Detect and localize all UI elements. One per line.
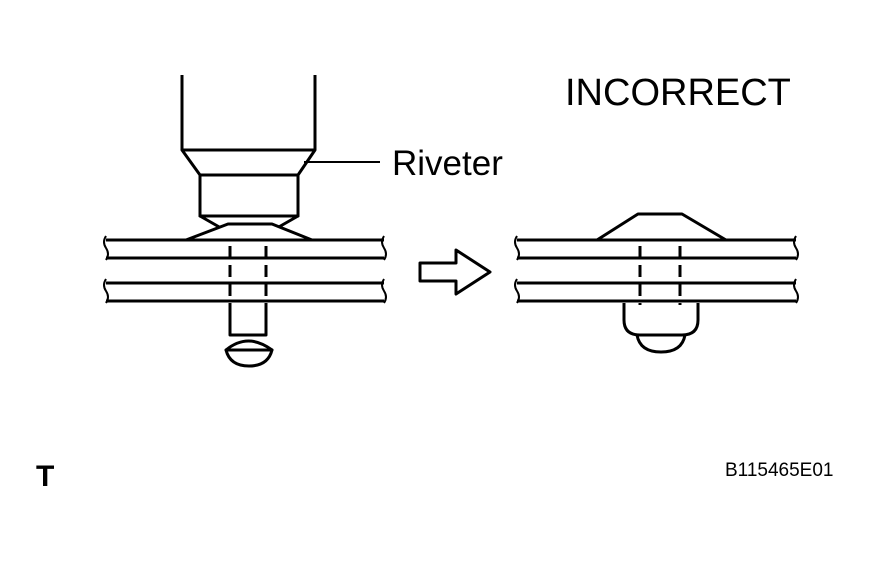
- rivet-before: [184, 222, 314, 368]
- tool-label: Riveter: [392, 144, 503, 183]
- right-panels: [514, 235, 799, 304]
- status-label: INCORRECT: [565, 72, 791, 114]
- left-panels: [103, 235, 387, 304]
- rivet-after-incorrect: [595, 212, 728, 354]
- figure-code: B115465E01: [725, 460, 833, 481]
- right-arrow-icon: [418, 248, 492, 296]
- riveter-tool: [180, 75, 317, 234]
- corner-mark: T: [36, 460, 54, 493]
